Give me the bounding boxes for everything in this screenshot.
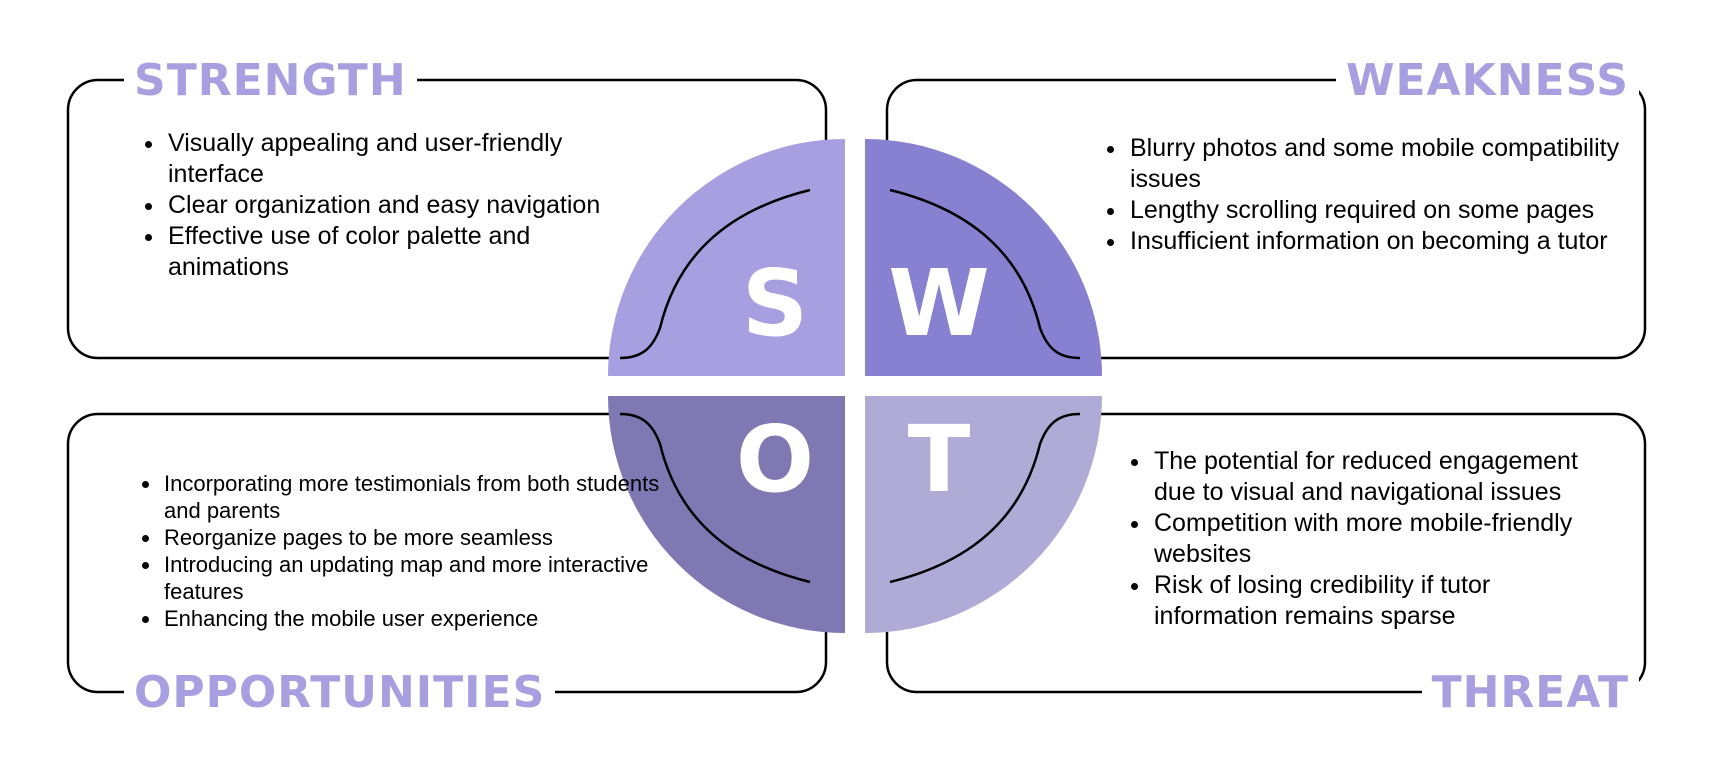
o-letter: O — [735, 406, 815, 513]
list-item: Lengthy scrolling required on some pages — [1128, 195, 1628, 226]
s-letter: S — [741, 250, 809, 357]
list-item: Incorporating more testimonials from bot… — [162, 470, 662, 524]
threat-title: THREAT — [1421, 671, 1639, 715]
list-item: Visually appealing and user-friendly int… — [166, 128, 606, 190]
opportunities-list: Incorporating more testimonials from bot… — [138, 470, 662, 632]
s-inner-arc — [619, 188, 811, 360]
w-inner-arc — [889, 188, 1081, 360]
t-letter: T — [907, 406, 971, 513]
o-inner-arc — [619, 412, 811, 584]
t-inner-arc — [889, 412, 1081, 584]
list-item: Introducing an updating map and more int… — [162, 551, 662, 605]
list-item: Blurry photos and some mobile compatibil… — [1128, 133, 1628, 195]
list-item: Reorganize pages to be more seamless — [162, 524, 662, 551]
weakness-title: WEAKNESS — [1335, 59, 1639, 103]
w-quadrant — [865, 139, 1102, 376]
list-item: Competition with more mobile-friendly we… — [1152, 508, 1612, 570]
strength-title: STRENGTH — [124, 59, 417, 103]
list-item: Risk of losing credibility if tutor info… — [1152, 570, 1612, 632]
list-item: The potential for reduced engagement due… — [1152, 446, 1612, 508]
t-quadrant — [865, 396, 1102, 633]
strength-list: Visually appealing and user-friendly int… — [142, 128, 606, 283]
opportunities-title: OPPORTUNITIES — [124, 671, 556, 715]
weakness-list: Blurry photos and some mobile compatibil… — [1104, 133, 1628, 257]
threat-list: The potential for reduced engagement due… — [1128, 446, 1612, 632]
list-item: Enhancing the mobile user experience — [162, 605, 662, 632]
list-item: Effective use of color palette and anima… — [166, 221, 606, 283]
list-item: Clear organization and easy navigation — [166, 190, 606, 221]
w-letter: W — [888, 250, 990, 357]
list-item: Insufficient information on becoming a t… — [1128, 226, 1628, 257]
